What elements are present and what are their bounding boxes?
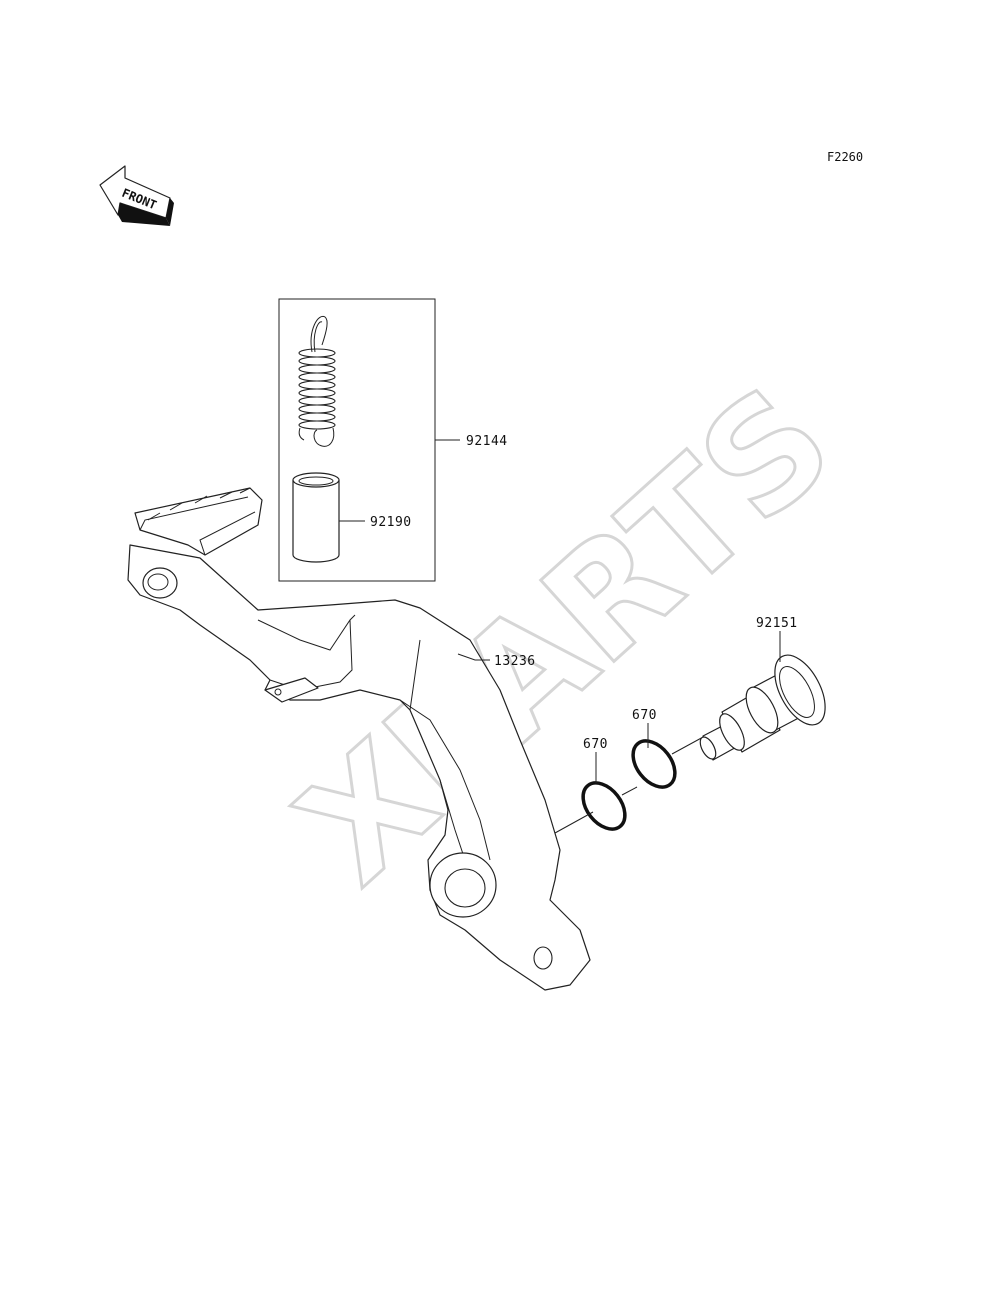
front-arrow-icon: FRONT [99,165,174,226]
diagram-code: F2260 [827,150,863,164]
o-ring-right [631,739,677,789]
leader-13236 [457,653,490,661]
part-number-13236: 13236 [494,654,536,669]
part-number-92151: 92151 [756,616,798,631]
return-spring [298,315,336,447]
part-number-92190: 92190 [370,515,412,530]
part-number-92144: 92144 [466,434,508,449]
axis-line [554,735,706,834]
pivot-bolt [699,654,826,761]
brake-pedal [127,487,591,991]
part-number-670-left: 670 [583,737,608,752]
o-ring-left [581,781,627,831]
collar [292,472,340,563]
part-number-670-right: 670 [632,708,657,723]
